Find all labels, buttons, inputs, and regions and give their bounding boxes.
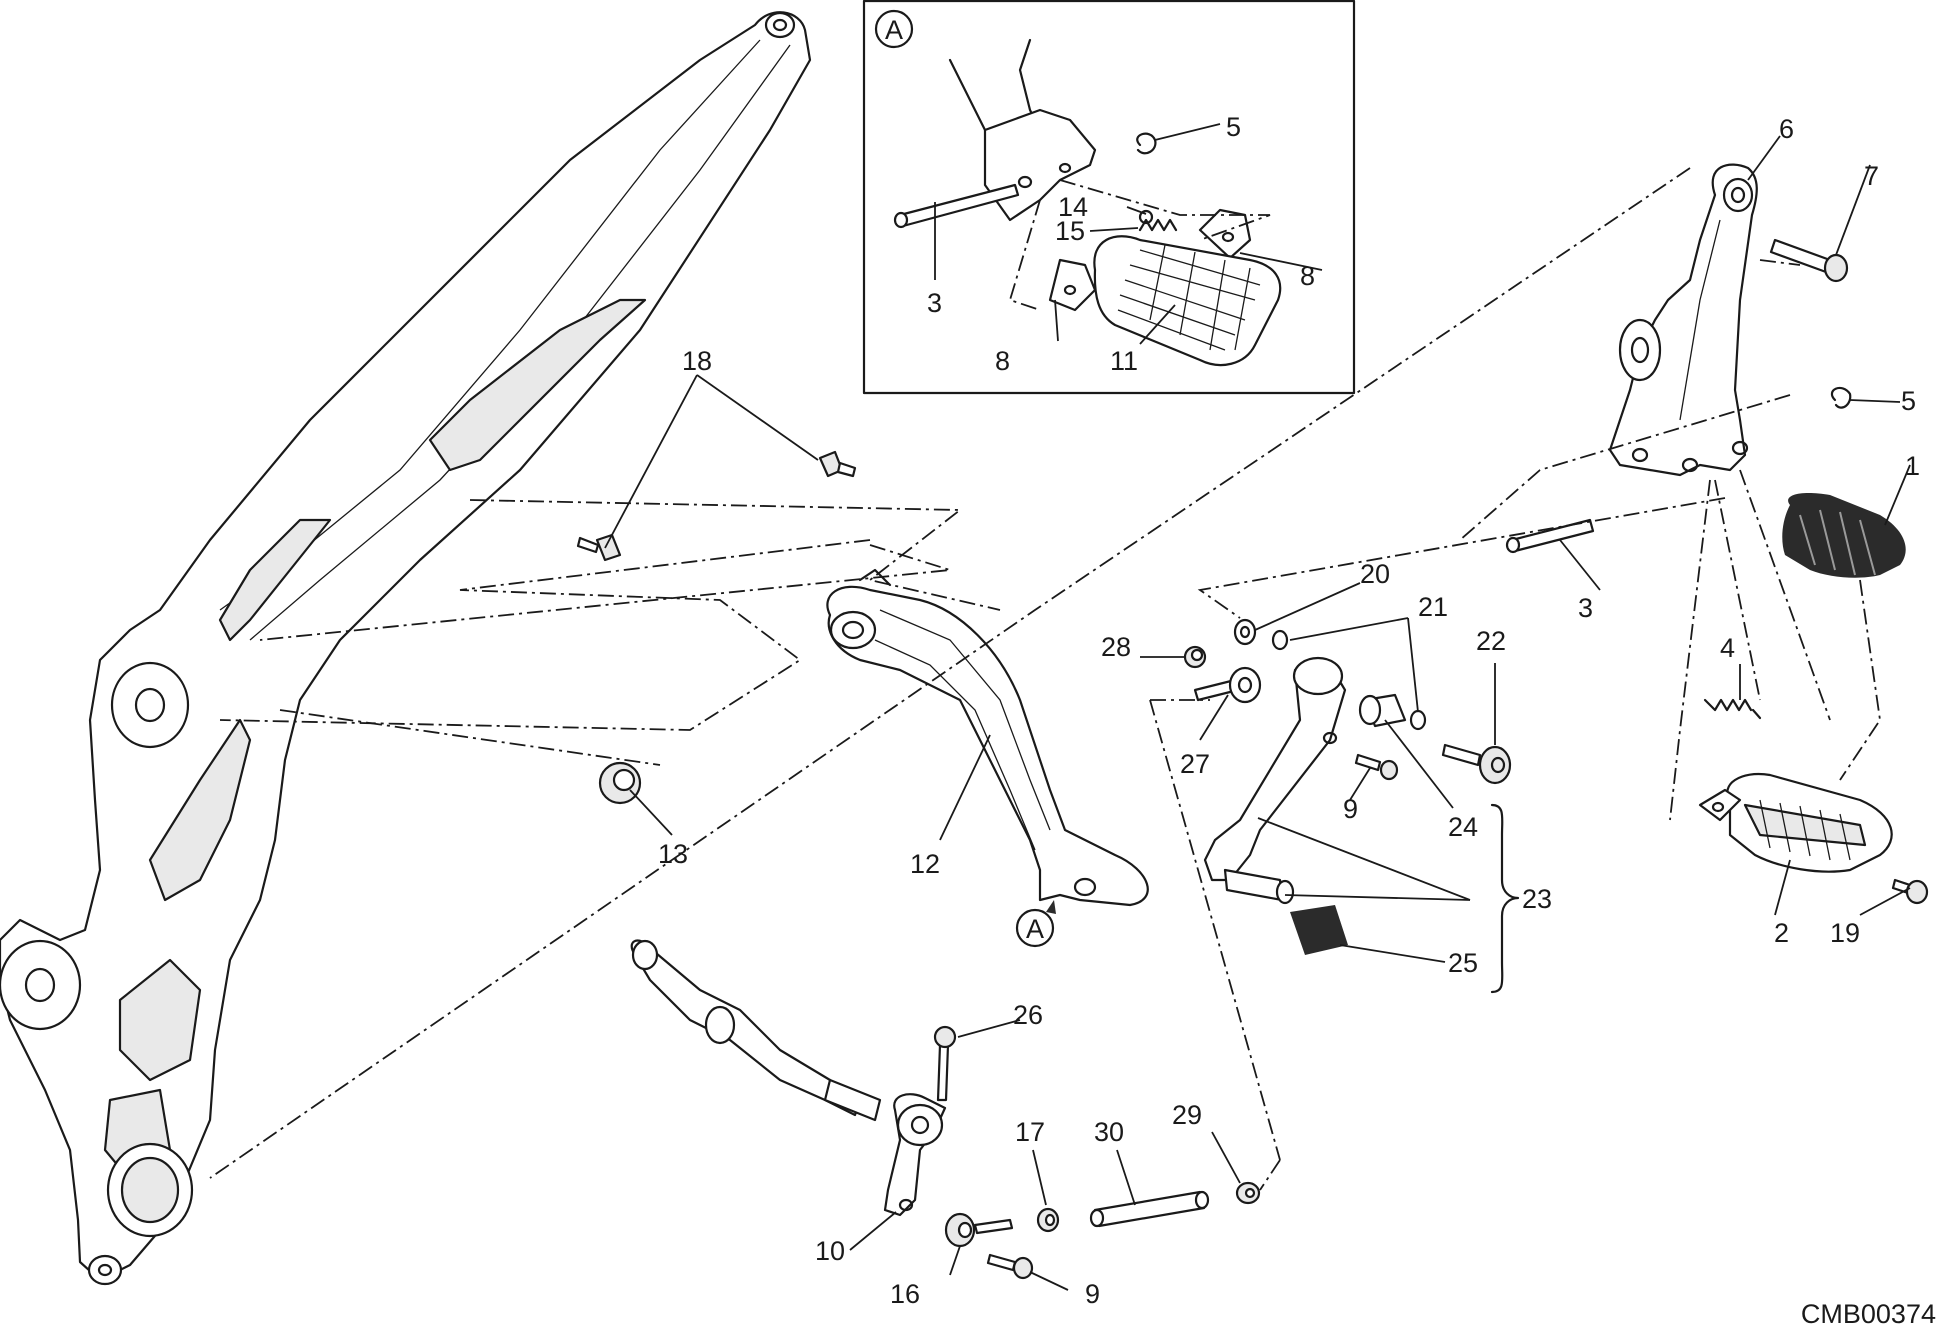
part-2-footpeg [1698, 772, 1893, 873]
frame-subframe [0, 11, 812, 1286]
callout-26: 26 [1013, 1000, 1043, 1030]
callout-5: 5 [1901, 386, 1916, 416]
part-30-rod [1093, 1190, 1206, 1228]
callout-28: 28 [1101, 632, 1131, 662]
callout-27: 27 [1180, 749, 1210, 779]
callout-24: 24 [1448, 812, 1478, 842]
callout-3: 3 [1578, 593, 1593, 623]
callout-17: 17 [1015, 1117, 1045, 1147]
part-shaft [630, 939, 862, 1117]
callout-8-left: 8 [995, 346, 1010, 376]
callout-16: 16 [890, 1279, 920, 1309]
part-5-clip [1830, 386, 1852, 409]
callout-22: 22 [1476, 626, 1506, 656]
part-3-pin [1505, 518, 1595, 554]
callout-1: 1 [1905, 451, 1920, 481]
leader-lines [604, 123, 1911, 1291]
callout-12: 12 [910, 849, 940, 879]
callout-19: 19 [1830, 918, 1860, 948]
callout-9-lower: 9 [1085, 1279, 1100, 1309]
detail-box-marker: A [885, 15, 903, 45]
part-26-bolt [936, 1043, 950, 1102]
drawing-code: CMB00374 [1801, 1299, 1936, 1329]
callout-9-upper: 9 [1343, 794, 1358, 824]
callout-10: 10 [815, 1236, 845, 1266]
part-12-bracket: A [826, 568, 1149, 948]
part-19-bolt [1891, 878, 1929, 905]
lower-linkage [630, 939, 1261, 1280]
part-4-spring [1703, 698, 1762, 720]
part-21-ring-b [1409, 709, 1427, 731]
callout-6: 6 [1779, 114, 1794, 144]
part-9-bolt-a [1354, 753, 1382, 772]
part-1-rubber-pad [1782, 493, 1906, 578]
part-25-rubber [1290, 905, 1348, 955]
part-20-washer [1233, 618, 1257, 646]
callout-4: 4 [1720, 633, 1735, 663]
detail-box-a: A [862, 0, 1356, 395]
callout-18: 18 [682, 346, 712, 376]
part-7-bolt [1769, 238, 1849, 283]
callout-15: 15 [1055, 216, 1085, 246]
detail-box-callouts: 5 14 15 3 8 11 8 [927, 112, 1315, 376]
callout-20: 20 [1360, 559, 1390, 589]
shift-lever-assembly [1183, 618, 1512, 955]
part-9-bolt-b [986, 1253, 1017, 1272]
callout-7: 7 [1864, 161, 1879, 191]
callout-21: 21 [1418, 592, 1448, 622]
callout-29: 29 [1172, 1100, 1202, 1130]
part-22-bolt [1441, 743, 1482, 767]
callout-11: 11 [1110, 346, 1138, 376]
callout-3-detail: 3 [927, 288, 942, 318]
brace-23 [1490, 803, 1520, 994]
callout-2: 2 [1774, 918, 1789, 948]
part-13-nut [598, 761, 642, 805]
callout-8-right: 8 [1300, 261, 1315, 291]
callout-23: 23 [1522, 884, 1552, 914]
callout-13: 13 [658, 839, 688, 869]
callout-5-detail: 5 [1226, 112, 1241, 142]
assembly-lines [209, 167, 1881, 1191]
detail-marker-a: A [1026, 914, 1044, 944]
part-6-bracket [1608, 163, 1758, 477]
callout-25: 25 [1448, 948, 1478, 978]
part-21-ring [1271, 629, 1289, 651]
callout-30: 30 [1094, 1117, 1124, 1147]
part-18-screws [576, 450, 857, 562]
callouts: 6 7 5 1 3 4 2 19 18 13 12 20 21 22 28 27… [658, 114, 1920, 1309]
callout-14: 14 [1058, 192, 1088, 222]
